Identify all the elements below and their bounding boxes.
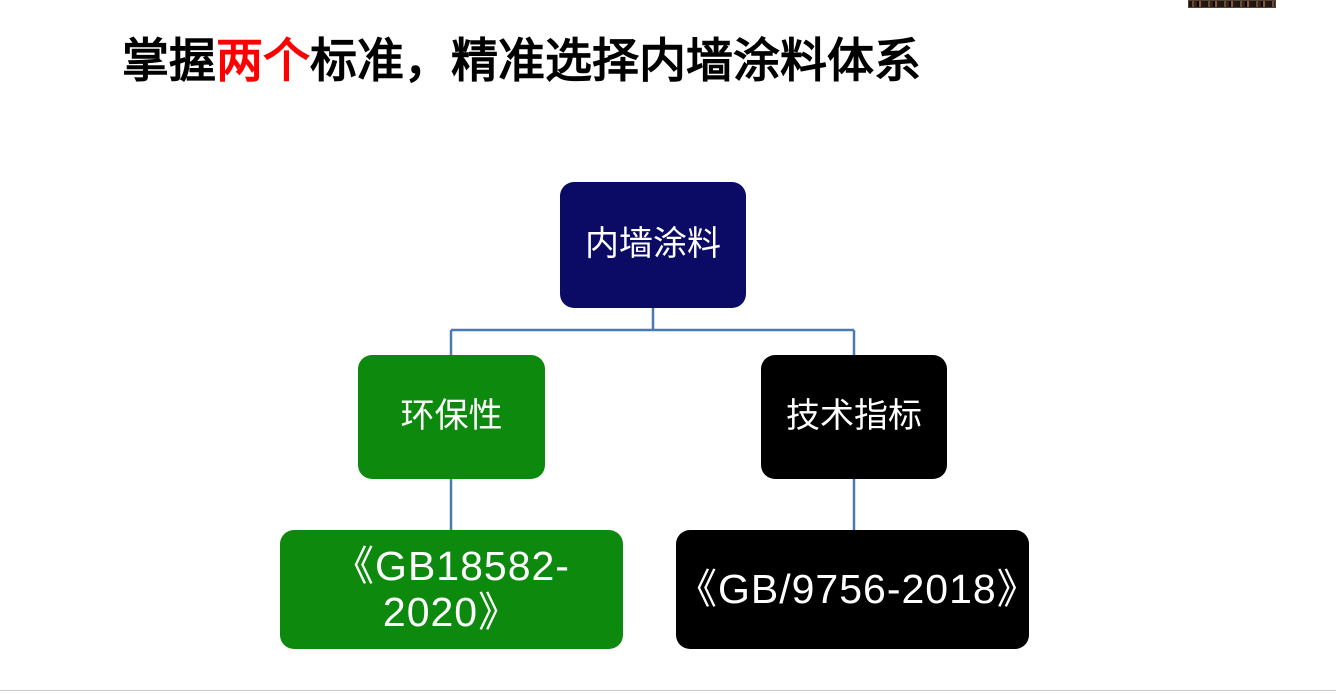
page-title-prefix: 掌握 <box>122 34 216 87</box>
node-root-interior-wall-paint[interactable]: 内墙涂料 <box>560 182 746 308</box>
node-branch-environmental[interactable]: 环保性 <box>358 355 545 479</box>
cropped-thumbnail-strip <box>1188 0 1276 8</box>
page-title: 掌握两个标准，精准选择内墙涂料体系 <box>122 30 921 92</box>
node-leaf-gb18582-2020[interactable]: 《GB18582-2020》 <box>280 530 623 649</box>
node-branch-technical-metrics[interactable]: 技术指标 <box>761 355 947 479</box>
bottom-divider <box>0 690 1336 691</box>
page-title-highlight: 两个 <box>216 34 310 87</box>
node-leaf-gb9756-2018[interactable]: 《GB/9756-2018》 <box>676 530 1038 649</box>
page-title-suffix: 标准，精准选择内墙涂料体系 <box>310 34 921 87</box>
